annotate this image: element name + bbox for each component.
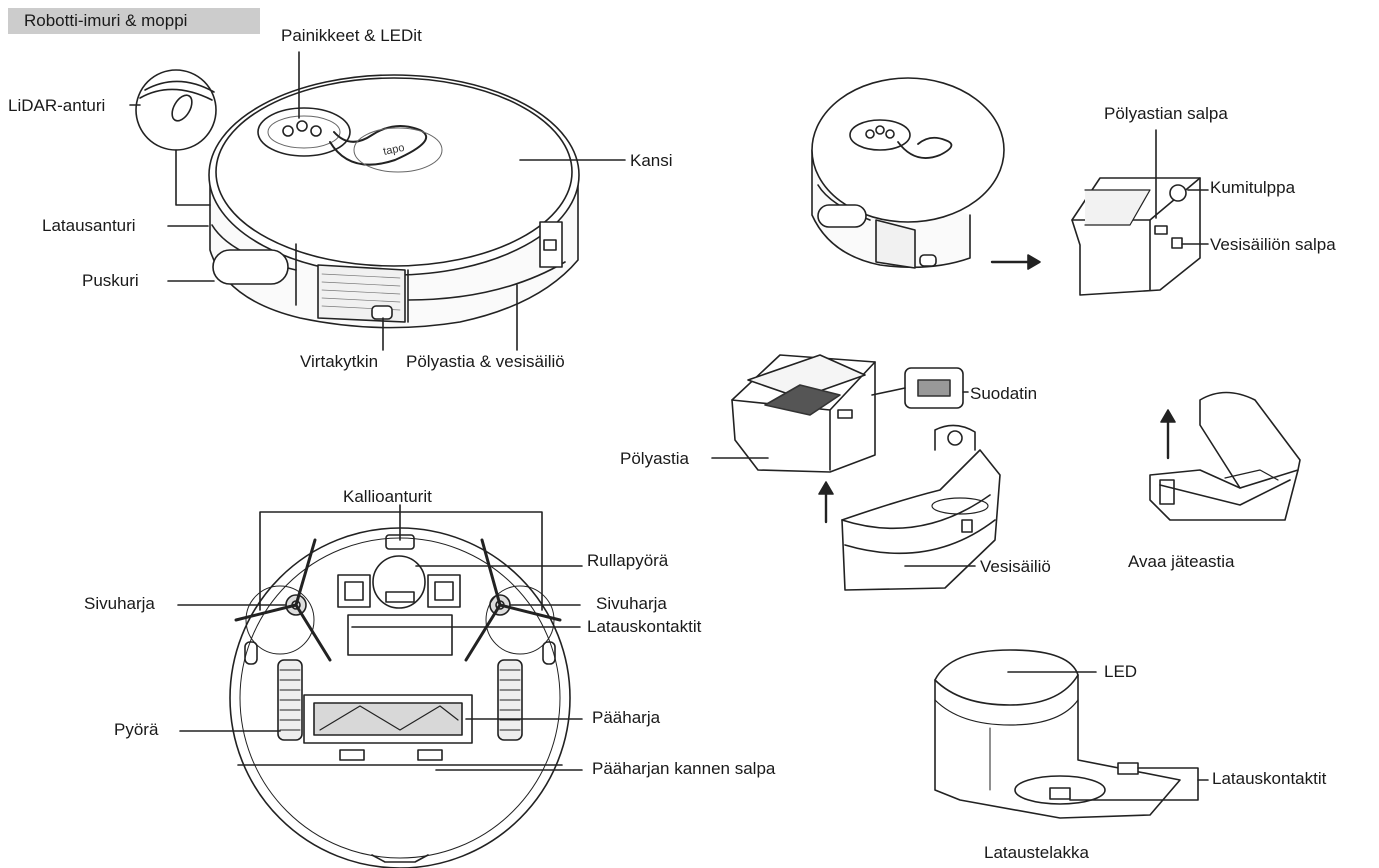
- label-buttons-leds: Painikkeet & LEDit: [281, 26, 422, 45]
- label-bin-latch: Pölyastian salpa: [1104, 104, 1228, 123]
- label-dustbin-tank: Pölyastia & vesisäiliö: [406, 352, 565, 371]
- label-caster-wheel: Rullapyörä: [587, 551, 669, 570]
- robot-top-illustration: tapo: [129, 51, 626, 351]
- section-tag: Robotti-imuri & moppi: [8, 8, 260, 34]
- label-side-brush-left: Sivuharja: [84, 594, 155, 613]
- label-lidar-sensor: LiDAR-anturi: [8, 96, 106, 115]
- label-power-switch: Virtakytkin: [300, 352, 379, 371]
- label-filter: Suodatin: [970, 384, 1038, 403]
- label-tank-latch: Vesisäiliön salpa: [1210, 235, 1336, 254]
- label-dock-led: LED: [1104, 662, 1138, 681]
- label-open-bin: Avaa jäteastia: [1128, 552, 1235, 571]
- label-wheel: Pyörä: [114, 720, 159, 739]
- label-charge-sensor: Latausanturi: [42, 216, 136, 235]
- label-cliff-sensors: Kallioanturit: [343, 487, 432, 506]
- label-bumper: Puskuri: [82, 271, 139, 290]
- label-rubber-plug: Kumitulppa: [1210, 178, 1296, 197]
- label-main-brush: Pääharja: [592, 708, 661, 727]
- bin-parts-illustration: [711, 354, 1301, 591]
- svg-text:tapo: tapo: [382, 142, 405, 158]
- label-dock-name: Lataustelakka: [984, 843, 1089, 862]
- dock-illustration: [934, 649, 1209, 819]
- label-water-tank: Vesisäiliö: [980, 557, 1051, 576]
- label-dustbin: Pölyastia: [620, 449, 689, 468]
- label-cover: Kansi: [630, 151, 673, 170]
- label-charge-contacts: Latauskontaktit: [587, 617, 702, 636]
- label-dock-contacts: Latauskontaktit: [1212, 769, 1327, 788]
- robot-bottom-illustration: [177, 504, 583, 868]
- robot-bin-removal-illustration: [811, 77, 1209, 296]
- label-side-brush-right: Sivuharja: [596, 594, 667, 613]
- label-brush-cover-latch: Pääharjan kannen salpa: [592, 759, 776, 778]
